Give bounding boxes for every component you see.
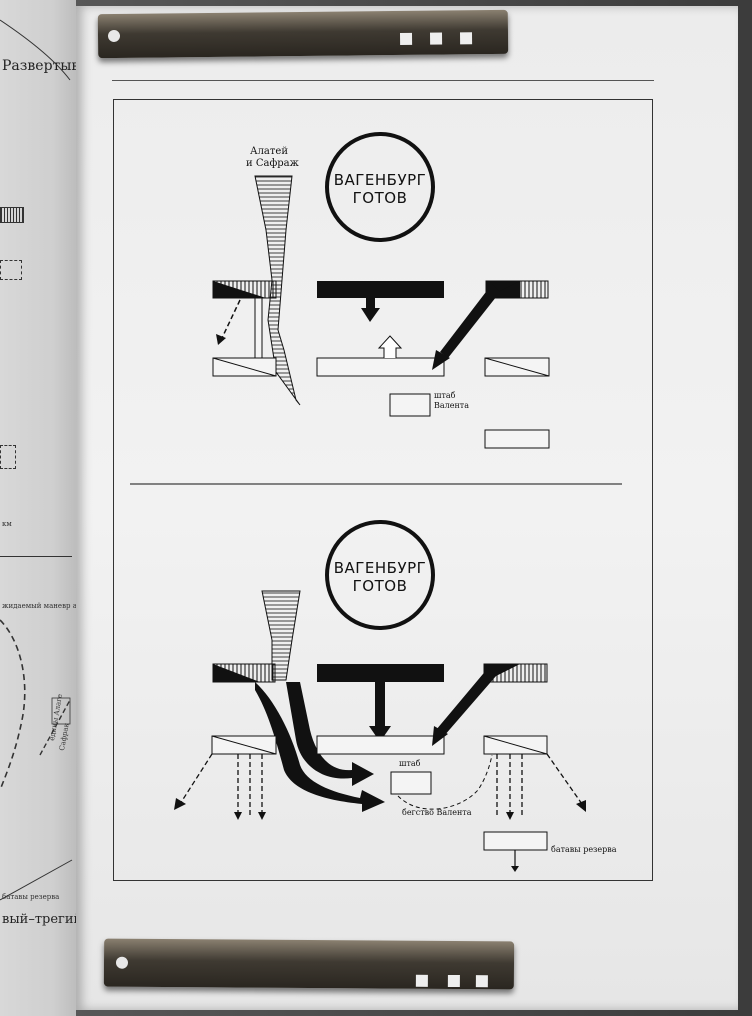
clip-notch [430,33,442,45]
hq-box-bottom [391,772,431,794]
clip-notch [448,975,460,987]
center-arrow-down-top [361,308,380,322]
wagenburg-label-top: ВАГЕНБУРГ ГОТОВ [327,171,433,207]
clip-notch [460,32,472,44]
cavalry-label: Алатей и Сафраж [246,146,299,170]
wagenburg-line1-bottom: ВАГЕНБУРГ [327,559,433,577]
wagenburg-line2-top: ГОТОВ [327,189,433,207]
hq-box-top [390,394,430,416]
clip-hole [108,30,120,42]
hq-label-top-line2: Валента [434,401,469,411]
center-cavalry-bottom [317,664,444,682]
wagenburg-line2-bottom: ГОТОВ [327,577,433,595]
hq-label-top-line1: штаб [434,391,469,401]
flight-label: бегство Валента [402,808,472,817]
reserve-box-bottom [484,832,547,850]
center-arrow-up-top [379,336,401,358]
wagenburg-line1-top: ВАГЕНБУРГ [327,171,433,189]
right-attack-arrow-bottom [436,668,496,736]
center-cavalry-top [317,281,444,298]
right-attack-arrow-top [440,284,500,358]
bottom-binder-clip [104,939,514,990]
hq-label-bottom: штаб [399,759,420,768]
reserve-box-top [485,430,549,448]
clip-notch [476,975,488,987]
center-infantry-bottom [317,736,444,754]
reserve-label-bottom: батавы резерва [551,845,617,854]
clip-hole [116,957,128,969]
center-infantry-top [317,358,444,376]
top-binder-clip [98,10,508,58]
wagenburg-label-bottom: ВАГЕНБУРГ ГОТОВ [327,559,433,595]
cavalry-label-line2: и Сафраж [246,158,299,170]
cavalry-label-line1: Алатей [246,146,299,158]
hq-label-top: штаб Валента [434,391,469,411]
clip-notch [400,33,412,45]
clip-notch [416,975,428,987]
